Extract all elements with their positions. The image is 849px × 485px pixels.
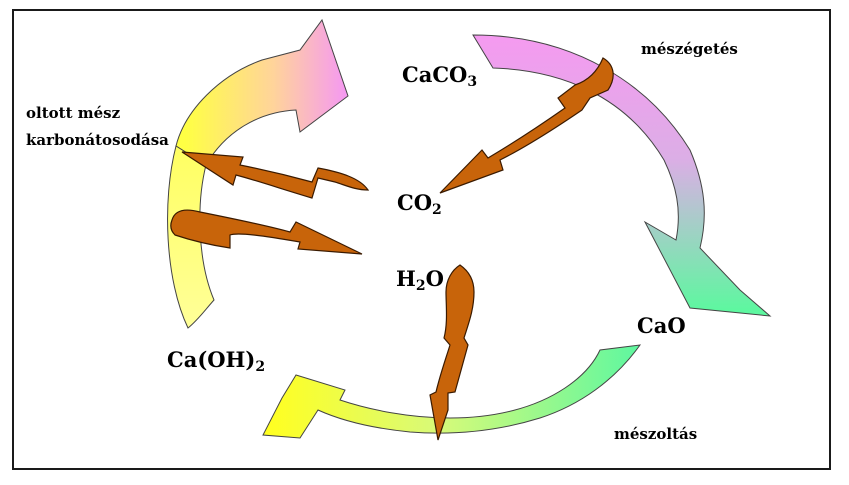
slaking-label: mészoltás (614, 425, 698, 443)
water-release-arrow (170, 209, 363, 255)
carbonation-arrow-top (175, 18, 349, 166)
h2o-label: H2O (396, 266, 444, 294)
carbonation-label-line2: karbonátosodása (26, 131, 169, 149)
co2-release-arrow (439, 57, 614, 194)
calcination-label: mészégetés (641, 40, 738, 58)
co2-label: CO2 (397, 190, 442, 218)
cao-label: CaO (637, 313, 686, 338)
caoh2-label: Ca(OH)2 (167, 347, 266, 375)
co2-carbonation-arrow (181, 151, 370, 199)
calcination-arrow (472, 34, 772, 317)
slaking-arrow (262, 344, 642, 439)
caco3-label: CaCO3 (402, 62, 478, 90)
water-slaking-arrow (429, 264, 475, 441)
carbonation-label-line1: oltott mész (26, 104, 121, 122)
